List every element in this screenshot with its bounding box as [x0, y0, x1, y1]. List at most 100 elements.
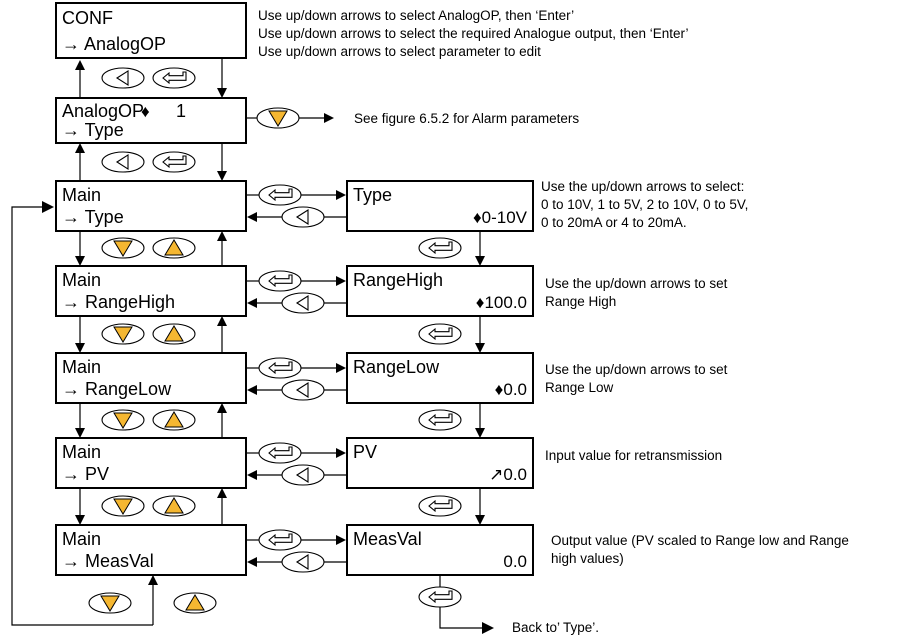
- param-title: RangeLow: [353, 357, 440, 377]
- menu-selection: → Type: [62, 207, 124, 227]
- conf-selection: → AnalogOP: [62, 34, 166, 54]
- arrow-head: [217, 403, 227, 413]
- analogop-number: 1: [176, 101, 186, 121]
- arrow-head: [247, 470, 257, 480]
- menu-navigation: [11, 201, 227, 626]
- enter-key-icon[interactable]: [418, 586, 462, 608]
- enter-key-icon[interactable]: [418, 237, 462, 259]
- back-key-icon[interactable]: [281, 464, 325, 486]
- back-key-icon[interactable]: [281, 292, 325, 314]
- conf-notes: Use up/down arrows to select AnalogOP, t…: [258, 8, 689, 59]
- arrow-head: [75, 256, 85, 266]
- param-display-pv: PV ↗0.0: [346, 437, 534, 489]
- param-value: 0.0: [503, 465, 527, 484]
- down-key-icon[interactable]: [101, 495, 145, 517]
- menu-display-pv: Main → PV: [55, 437, 247, 489]
- param-display-type: Type ♦0-10V: [346, 180, 534, 232]
- down-key-icon[interactable]: [101, 409, 145, 431]
- down-key-icon[interactable]: [256, 107, 300, 129]
- enter-key-icon[interactable]: [258, 529, 302, 551]
- arrow-head: [247, 212, 257, 222]
- arrow-head: [475, 515, 485, 525]
- arrow-head: [336, 363, 346, 373]
- param-value: 100.0: [484, 293, 527, 312]
- menu-title: Main: [62, 270, 101, 290]
- enter-key-icon[interactable]: [258, 357, 302, 379]
- arrow-head: [336, 190, 346, 200]
- menu-param-links: [246, 184, 346, 573]
- updown-icon: ♦: [495, 380, 504, 399]
- enter-key-icon[interactable]: [418, 323, 462, 345]
- up-key-icon[interactable]: [152, 495, 196, 517]
- arrow-head: [324, 113, 334, 123]
- type-note-3: 0 to 20mA or 4 to 20mA.: [541, 215, 687, 230]
- pv-note-1: Input value for retransmission: [545, 448, 722, 463]
- param-title: MeasVal: [353, 529, 422, 549]
- arrow-head: [247, 557, 257, 567]
- param-value-line: ♦0.0: [495, 380, 527, 399]
- arrow-head: [217, 231, 227, 241]
- menu-title: Main: [62, 357, 101, 377]
- enter-key-icon[interactable]: [418, 409, 462, 431]
- down-key-icon[interactable]: [88, 592, 132, 614]
- enter-key-icon[interactable]: [152, 67, 196, 89]
- param-value-line: ↗0.0: [489, 465, 527, 484]
- analogop-display: AnalogOP ♦ 1 → Type: [55, 97, 247, 144]
- back-key-icon[interactable]: [101, 151, 145, 173]
- connector-line: [439, 607, 482, 629]
- back-key-icon[interactable]: [281, 551, 325, 573]
- menu-title: Main: [62, 185, 101, 205]
- param-value: 0-10V: [482, 208, 528, 227]
- enter-key-icon[interactable]: [258, 270, 302, 292]
- measval-note-1: Output value (PV scaled to Range low and…: [551, 533, 849, 548]
- arrow-head: [247, 298, 257, 308]
- down-key-icon[interactable]: [101, 323, 145, 345]
- menu-display-rangehigh: Main → RangeHigh: [55, 265, 247, 317]
- arrow-head: [75, 60, 85, 70]
- back-key-icon[interactable]: [281, 379, 325, 401]
- arrow-head: [217, 488, 227, 498]
- arrow-head: [336, 276, 346, 286]
- up-key-icon[interactable]: [152, 323, 196, 345]
- enter-key-icon[interactable]: [258, 184, 302, 206]
- rangehigh-note-2: Range High: [545, 294, 616, 309]
- param-title: PV: [353, 442, 377, 462]
- enter-key-icon[interactable]: [258, 442, 302, 464]
- param-value-line: ♦0-10V: [473, 208, 528, 227]
- menu-title: Main: [62, 442, 101, 462]
- param-value-line: 0.0: [503, 552, 527, 571]
- down-key-icon[interactable]: [101, 237, 145, 259]
- param-value-line: ♦100.0: [476, 293, 527, 312]
- conf-display: CONF → AnalogOP: [55, 2, 247, 59]
- param-value: 0.0: [503, 380, 527, 399]
- arrow-head: [75, 343, 85, 353]
- arrow-head: [75, 143, 85, 153]
- rangelow-note-2: Range Low: [545, 380, 614, 395]
- rangelow-note-1: Use the up/down arrows to set: [545, 362, 728, 377]
- menu-display-type: Main → Type: [55, 180, 247, 232]
- alarm-note: See figure 6.5.2 for Alarm parameters: [354, 111, 579, 126]
- param-title: Type: [353, 185, 392, 205]
- rangehigh-note-1: Use the up/down arrows to set: [545, 276, 728, 291]
- back-key-icon[interactable]: [101, 67, 145, 89]
- up-key-icon[interactable]: [152, 237, 196, 259]
- param-title: RangeHigh: [353, 270, 443, 290]
- menu-selection: → RangeLow: [62, 379, 172, 399]
- arrow-head: [42, 201, 54, 213]
- conf-title: CONF: [62, 8, 113, 28]
- conf-note-3: Use up/down arrows to select parameter t…: [258, 44, 541, 59]
- arrow-head: [336, 448, 346, 458]
- param-display-measval: MeasVal 0.0: [346, 524, 534, 576]
- enter-key-icon[interactable]: [152, 151, 196, 173]
- arrow-head: [247, 385, 257, 395]
- enter-key-icon[interactable]: [418, 495, 462, 517]
- param-display-rangelow: RangeLow ♦0.0: [346, 352, 534, 404]
- up-key-icon[interactable]: [173, 592, 217, 614]
- param-value: 0.0: [503, 552, 527, 571]
- arrow-head: [217, 316, 227, 326]
- up-key-icon[interactable]: [152, 409, 196, 431]
- menu-display-rangelow: Main → RangeLow: [55, 352, 247, 404]
- back-key-icon[interactable]: [281, 206, 325, 228]
- arrow-head: [217, 88, 227, 98]
- arrow-head: [482, 622, 494, 634]
